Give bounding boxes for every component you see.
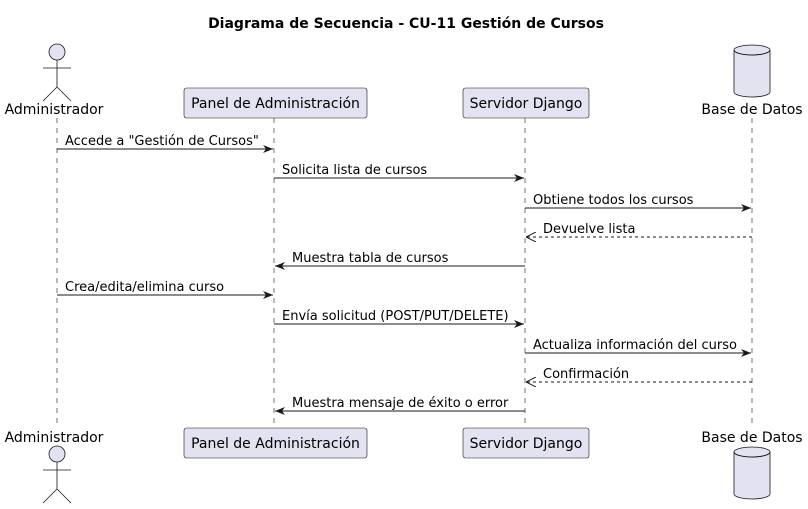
message: Muestra tabla de cursos [275,251,525,270]
message-label: Obtiene todos los cursos [533,193,694,208]
message-label: Envía solicitud (POST/PUT/DELETE) [282,309,509,324]
participant-label: Base de Datos [701,102,802,118]
participant-label: Panel de Administración [191,436,360,452]
message: Crea/edita/elimina curso [57,280,273,299]
actor-figure-icon [42,445,72,504]
message-label: Accede a "Gestión de Cursos" [65,134,259,149]
participant-panel-bottom: Panel de Administración [183,427,368,459]
message-label: Crea/edita/elimina curso [65,280,224,295]
message-label: Devuelve lista [543,222,635,237]
participant-label: Servidor Django [470,96,583,112]
message: Accede a "Gestión de Cursos" [57,134,273,153]
database-icon [733,446,771,500]
participant-label: Administrador [5,102,104,118]
message-label: Muestra tabla de cursos [292,251,449,266]
participant-label: Base de Datos [701,430,802,446]
message-return: Devuelve lista [526,222,752,237]
diagram-title: Diagrama de Secuencia - CU-11 Gestión de… [208,16,604,32]
participant-servidor-top: Servidor Django [462,87,590,119]
actor-administrador-bottom: Administrador [5,430,104,504]
participant-label: Servidor Django [470,436,583,452]
message-label: Muestra mensaje de éxito o error [292,396,509,411]
participant-panel-top: Panel de Administración [183,87,368,119]
message-label: Actualiza información del curso [533,338,737,353]
message: Envía solicitud (POST/PUT/DELETE) [274,309,524,328]
message-label: Solicita lista de cursos [282,163,427,178]
message: Obtiene todos los cursos [525,193,751,212]
actor-administrador-top: Administrador [5,43,104,118]
message-return: Confirmación [526,367,752,382]
actor-figure-icon [42,43,72,102]
participant-base-datos-top: Base de Datos [701,44,803,118]
message: Solicita lista de cursos [274,163,524,182]
participant-servidor-bottom: Servidor Django [462,427,590,459]
participant-base-datos-bottom: Base de Datos [701,430,803,500]
participant-label: Panel de Administración [191,96,360,112]
database-icon [733,44,771,98]
message: Actualiza información del curso [525,338,751,357]
message: Muestra mensaje de éxito o error [275,396,525,415]
participant-label: Administrador [5,430,104,446]
message-label: Confirmación [543,367,629,382]
